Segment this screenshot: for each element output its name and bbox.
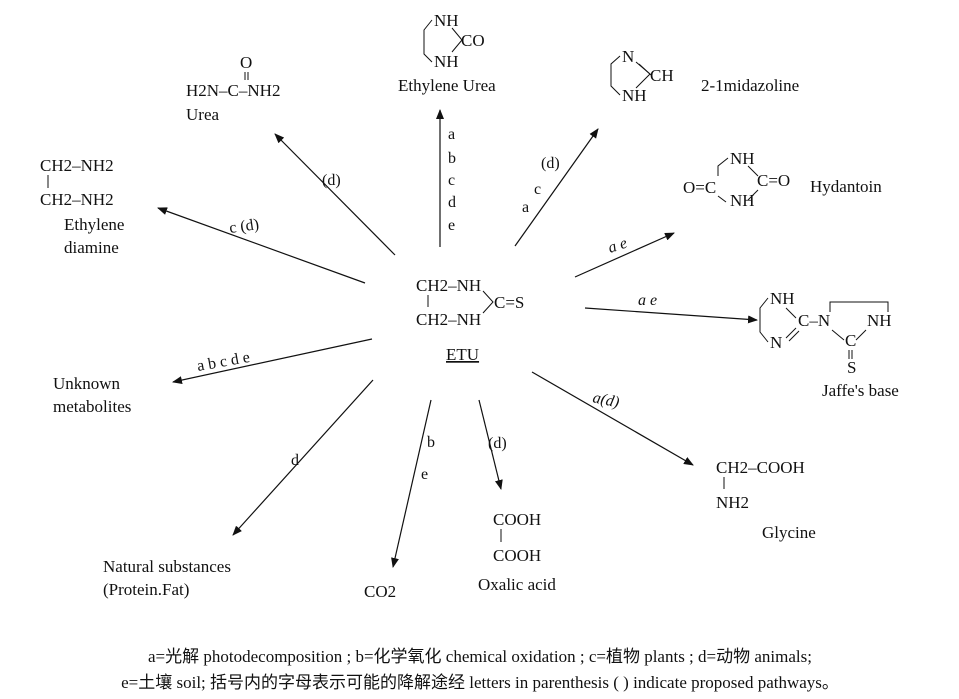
arrow-to-hydantoin [574,232,675,278]
co2-label: CO2 [364,582,396,601]
glycine-structure: CH2–COOH NH2 Glycine [716,458,816,542]
arrow-to-unknown [172,338,373,385]
svg-text:NH: NH [434,11,459,30]
ethylene-urea-name: Ethylene Urea [398,76,496,95]
svg-text:b: b [448,150,456,167]
svg-text:O=C: O=C [683,178,716,197]
jaffes-base-structure: NH C–N N NH C S Jaffe's base [759,289,899,400]
ethylene-urea-structure: NH CO NH Ethylene Urea [398,11,496,95]
svg-text:CH2–NH2: CH2–NH2 [40,190,114,209]
svg-text:COOH: COOH [493,510,541,529]
pathway-hydantoin: a e [606,235,629,257]
arrow-to-jaffes-base [584,307,758,324]
svg-text:C–N: C–N [798,311,830,330]
oxalic-acid-name: Oxalic acid [478,575,556,594]
arrow-to-urea [274,133,396,256]
svg-text:NH: NH [730,191,755,210]
arrow-to-natural [232,379,374,536]
svg-text:N: N [622,47,634,66]
svg-text:c: c [534,181,541,198]
urea-name: Urea [186,105,219,124]
svg-text:S: S [847,358,856,377]
ethylene-diamine-structure: CH2–NH2 CH2–NH2 Ethylene diamine [40,156,124,257]
pathway-ethylene-urea: a b c d e [448,126,456,234]
svg-text:NH: NH [730,149,755,168]
svg-text:C: C [845,331,856,350]
svg-text:C=S: C=S [494,293,524,312]
arrow-to-co2 [391,399,432,568]
imidazoline-structure: N CH NH 2-1midazoline [610,47,799,105]
svg-text:Natural substances: Natural substances [103,557,231,576]
svg-text:(d): (d) [541,155,560,172]
legend: a=光解 photodecomposition ; b=化学氧化 chemica… [121,647,839,692]
pathway-urea: (d) [322,172,341,189]
svg-text:a: a [448,126,455,143]
pathway-oxalic: (d) [488,435,507,452]
svg-text:NH: NH [867,311,892,330]
svg-text:NH2: NH2 [716,493,749,512]
arrow-to-imidazoline [514,128,599,247]
pathway-co2: b e [421,434,435,483]
legend-line-2: e=土壤 soil; 括号内的字母表示可能的降解途经 letters in pa… [121,672,839,692]
hydantoin-structure: NH O=C C=O NH Hydantoin [683,149,882,210]
pathway-natural: d [291,452,299,469]
svg-text:CO: CO [461,31,485,50]
pathway-glycine: a(d) [591,389,621,411]
etu-structure: CH2–NH CH2–NH C=S ETU [416,276,524,364]
svg-text:C=O: C=O [757,171,790,190]
svg-text:e: e [421,466,428,483]
svg-text:c: c [448,172,455,189]
etu-label: ETU [446,345,479,364]
glycine-name: Glycine [762,523,816,542]
hydantoin-name: Hydantoin [810,177,882,196]
pathway-jaffes-base: a e [638,292,657,309]
arrow-to-glycine [531,371,694,466]
svg-text:b: b [427,434,435,451]
svg-text:Ethylene: Ethylene [64,215,124,234]
svg-text:O: O [240,53,252,72]
svg-text:CH2–NH2: CH2–NH2 [40,156,114,175]
arrow-to-ethylene-diamine [157,207,366,284]
imidazoline-name: 2-1midazoline [701,76,799,95]
svg-text:diamine: diamine [64,238,119,257]
svg-text:NH: NH [770,289,795,308]
svg-text:CH2–COOH: CH2–COOH [716,458,805,477]
jaffes-base-name: Jaffe's base [822,381,899,400]
pathway-imidazoline: (d) c a [522,155,560,216]
arrow-to-oxalic [478,399,503,490]
svg-text:N: N [770,333,782,352]
oxalic-acid-structure: COOH COOH Oxalic acid [478,510,556,594]
svg-text:NH: NH [622,86,647,105]
svg-text:Unknown: Unknown [53,374,121,393]
pathway-ethylene-diamine: c (d) [228,216,260,237]
svg-text:CH2–NH: CH2–NH [416,310,481,329]
svg-text:CH2–NH: CH2–NH [416,276,481,295]
svg-text:a: a [522,199,529,216]
svg-text:H2N–C–NH2: H2N–C–NH2 [186,81,280,100]
svg-text:metabolites: metabolites [53,397,131,416]
urea-structure: O H2N–C–NH2 Urea [186,53,280,124]
svg-text:d: d [448,194,456,211]
svg-text:CH: CH [650,66,674,85]
unknown-metabolites: Unknown metabolites [53,374,131,416]
svg-text:e: e [448,217,455,234]
legend-line-1: a=光解 photodecomposition ; b=化学氧化 chemica… [148,647,812,666]
svg-text:COOH: COOH [493,546,541,565]
svg-text:(Protein.Fat): (Protein.Fat) [103,580,189,599]
svg-text:NH: NH [434,52,459,71]
natural-substances: Natural substances (Protein.Fat) [103,557,231,599]
